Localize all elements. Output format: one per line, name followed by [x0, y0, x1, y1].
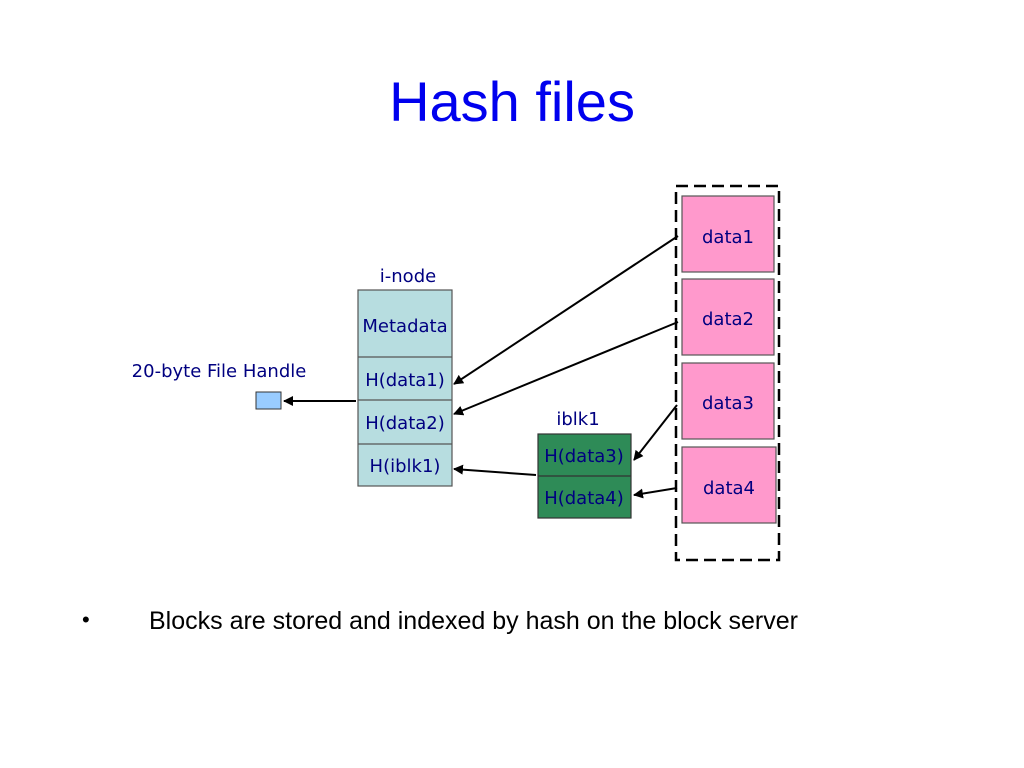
arrow-data3-to-iblk [633, 404, 678, 461]
inode-label: i-node [380, 266, 436, 287]
arrow-iblk-to-inode [453, 464, 537, 476]
file-handle-box [255, 391, 282, 410]
data-block-2-label: data2 [702, 309, 754, 330]
arrow-data4-to-iblk [633, 487, 678, 499]
inode-table: Metadata H(data1) H(data2) H(iblk1) [357, 289, 453, 487]
data-block-2: data2 [681, 278, 775, 356]
slide-title: Hash files [389, 70, 635, 133]
bullet-text: Blocks are stored and indexed by hash on… [149, 607, 798, 635]
data-block-4: data4 [681, 446, 777, 524]
iblk-table: H(data3) H(data4) [537, 433, 632, 519]
bullet-item: • Blocks are stored and indexed by hash … [82, 607, 982, 643]
data-block-1: data1 [681, 195, 775, 273]
iblk-label: iblk1 [556, 409, 599, 430]
inode-cell-h-iblk1: H(iblk1) [370, 456, 441, 477]
iblk-cell-h-data4: H(data4) [544, 488, 624, 509]
data-block-1-label: data1 [702, 227, 754, 248]
iblk-cell-h-data3: H(data3) [544, 446, 624, 467]
block-server-container [674, 184, 781, 562]
file-handle-label: 20-byte File Handle [132, 361, 307, 382]
inode-cell-h-data2: H(data2) [365, 413, 445, 434]
arrow-data1-to-inode [453, 235, 679, 385]
arrow-data2-to-inode [453, 321, 679, 416]
data-block-3-label: data3 [702, 393, 754, 414]
inode-cell-h-data1: H(data1) [365, 370, 445, 391]
bullet-dot-icon: • [82, 607, 90, 632]
data-block-3: data3 [681, 362, 775, 440]
inode-cell-metadata: Metadata [362, 316, 447, 337]
data-block-4-label: data4 [703, 478, 755, 499]
